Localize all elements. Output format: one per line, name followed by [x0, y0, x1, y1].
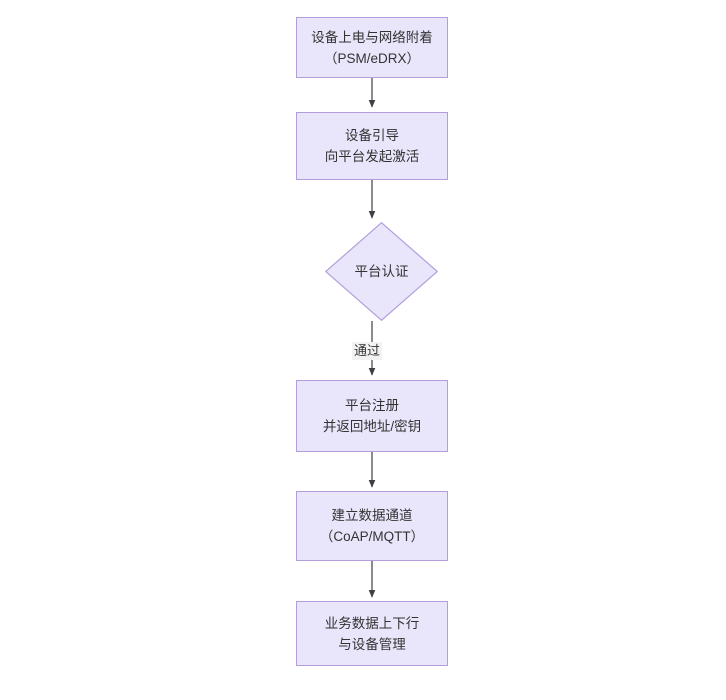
node-text-line: 业务数据上下行	[324, 615, 420, 631]
node-text-line: （CoAP/MQTT）	[319, 529, 425, 544]
node-device-bootstrap[interactable]: 设备引导 向平台发起激活	[296, 112, 448, 180]
diamond-shape-icon	[325, 222, 438, 321]
node-text-line: 建立数据通道	[331, 508, 413, 523]
node-text-line: 并返回地址/密钥	[322, 419, 422, 434]
node-text-line: 平台认证	[354, 264, 409, 279]
node-device-power-on[interactable]: 设备上电与网络附着 （PSM/eDRX）	[296, 17, 448, 78]
node-business-data[interactable]: 业务数据上下行 与设备管理	[296, 601, 448, 666]
node-text-line: （PSM/eDRX）	[323, 50, 421, 66]
node-platform-authentication[interactable]: 平台认证	[325, 222, 438, 321]
node-text-line: 设备引导	[345, 128, 399, 143]
node-text-line: 平台注册	[345, 398, 399, 413]
node-data-channel[interactable]: 建立数据通道 （CoAP/MQTT）	[296, 491, 448, 561]
node-text-line: 设备上电与网络附着	[311, 29, 433, 45]
edge-label-pass: 通过	[352, 342, 383, 360]
node-platform-registration[interactable]: 平台注册 并返回地址/密钥	[296, 380, 448, 452]
node-text-line: 与设备管理	[338, 636, 406, 652]
node-text-line: 向平台发起激活	[324, 149, 420, 164]
